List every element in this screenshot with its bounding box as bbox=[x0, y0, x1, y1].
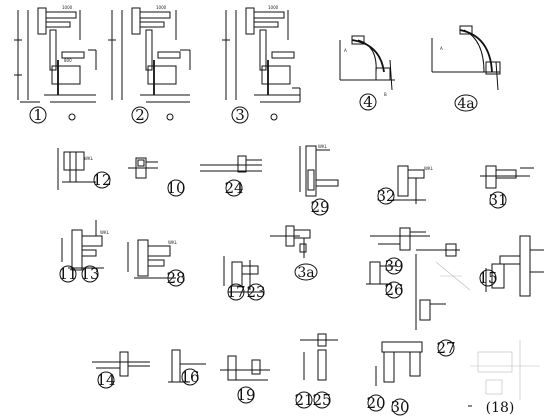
detail-3a-drawing bbox=[270, 225, 311, 258]
svg-text:21: 21 bbox=[294, 391, 313, 409]
svg-text:14: 14 bbox=[96, 371, 115, 389]
detail-13-label: 13 bbox=[80, 265, 99, 283]
svg-text:16: 16 bbox=[180, 368, 199, 386]
svg-text:29: 29 bbox=[310, 198, 329, 216]
svg-text:19: 19 bbox=[236, 386, 255, 404]
svg-text:WKL: WKL bbox=[100, 230, 110, 235]
detail-28-drawing: WKL bbox=[127, 239, 178, 279]
detail-26-label: 26 bbox=[384, 281, 403, 299]
detail-2-label: 2 bbox=[131, 106, 174, 124]
detail-28-label: 28 bbox=[166, 269, 185, 287]
detail-12-drawing: WKL bbox=[57, 148, 96, 190]
detail-24-label: 24 bbox=[224, 179, 243, 197]
svg-text:WKL: WKL bbox=[318, 144, 328, 149]
svg-text:13: 13 bbox=[80, 265, 99, 283]
detail-24-drawing bbox=[200, 155, 262, 173]
detail-2-drawing: 1000 bbox=[108, 5, 191, 103]
svg-text:4a: 4a bbox=[457, 96, 474, 112]
detail-4-drawing: A B bbox=[339, 35, 395, 97]
svg-text:24: 24 bbox=[224, 179, 243, 197]
detail-4-label: 4 bbox=[359, 93, 377, 111]
svg-text:1000: 1000 bbox=[156, 5, 167, 10]
svg-text:(18): (18) bbox=[486, 400, 515, 416]
detail-31-label: 31 bbox=[488, 191, 507, 209]
svg-text:1000: 1000 bbox=[62, 5, 73, 10]
svg-text:3a: 3a bbox=[297, 265, 314, 281]
svg-text:A: A bbox=[344, 48, 347, 53]
detail-14-drawing bbox=[92, 351, 150, 377]
svg-text:27: 27 bbox=[436, 339, 455, 357]
svg-text:800: 800 bbox=[64, 58, 72, 63]
detail-18-label: (18) bbox=[486, 400, 515, 416]
svg-text:31: 31 bbox=[488, 191, 507, 209]
detail-27-label: 27 bbox=[436, 339, 455, 357]
detail-32-label: 32 bbox=[376, 187, 395, 205]
svg-text:17: 17 bbox=[226, 283, 245, 301]
svg-text:4: 4 bbox=[363, 93, 373, 111]
svg-text:20: 20 bbox=[366, 394, 385, 412]
detail-21-label: 21 bbox=[294, 391, 313, 409]
svg-text:10: 10 bbox=[166, 179, 185, 197]
detail-29-drawing: WKL bbox=[299, 144, 339, 197]
svg-text:23: 23 bbox=[246, 283, 265, 301]
detail-25-label: 25 bbox=[312, 391, 331, 409]
detail-16-drawing bbox=[168, 349, 206, 383]
svg-text:1: 1 bbox=[33, 106, 43, 124]
detail-17-label: 17 bbox=[226, 283, 245, 301]
detail-19-drawing bbox=[220, 355, 270, 381]
detail-10-label: 10 bbox=[166, 179, 185, 197]
svg-text:11: 11 bbox=[58, 265, 77, 283]
svg-text:WKL: WKL bbox=[424, 166, 434, 171]
detail-20-30-drawing bbox=[375, 341, 423, 386]
detail-4a-label: 4a bbox=[454, 94, 478, 112]
detail-26-drawing bbox=[366, 261, 396, 285]
detail-30-label: 30 bbox=[390, 398, 409, 416]
detail-21-25-drawing bbox=[300, 333, 338, 381]
detail-10-drawing bbox=[128, 157, 158, 179]
detail-14-label: 14 bbox=[96, 371, 115, 389]
svg-text:A: A bbox=[440, 46, 443, 51]
detail-17-23-drawing bbox=[223, 256, 262, 293]
detail-3-label: 3 bbox=[231, 106, 278, 124]
detail-1-label: 1 bbox=[29, 106, 76, 124]
detail-1-drawing: 1000 800 bbox=[14, 5, 97, 103]
detail-31-drawing bbox=[480, 165, 534, 189]
detail-39-drawing bbox=[370, 227, 430, 251]
detail-11-label: 11 bbox=[58, 265, 77, 283]
detail-15-label: 15 bbox=[478, 269, 497, 287]
detail-12-label: 12 bbox=[92, 171, 111, 189]
svg-text:1000: 1000 bbox=[268, 5, 279, 10]
detail-19-label: 19 bbox=[236, 386, 255, 404]
detail-15-drawing bbox=[485, 235, 544, 297]
detail-16-label: 16 bbox=[180, 368, 199, 386]
detail-20-label: 20 bbox=[366, 394, 385, 412]
detail-32-drawing: WKL bbox=[394, 165, 434, 204]
svg-text:12: 12 bbox=[92, 171, 111, 189]
detail-18-drawing bbox=[468, 340, 540, 407]
svg-text:15: 15 bbox=[478, 269, 497, 287]
svg-text:30: 30 bbox=[390, 398, 409, 416]
svg-text:25: 25 bbox=[312, 391, 331, 409]
svg-text:26: 26 bbox=[384, 281, 403, 299]
svg-text:28: 28 bbox=[166, 269, 185, 287]
detail-11-13-drawing: WKL bbox=[61, 220, 110, 271]
svg-text:32: 32 bbox=[376, 187, 395, 205]
svg-text:B: B bbox=[384, 92, 387, 97]
detail-3-drawing: 1000 bbox=[222, 5, 301, 103]
svg-text:WKL: WKL bbox=[168, 240, 178, 245]
detail-29-label: 29 bbox=[310, 198, 329, 216]
detail-4a-drawing: A bbox=[431, 25, 501, 91]
detail-27-drawing bbox=[415, 243, 471, 330]
svg-text:3: 3 bbox=[235, 106, 245, 124]
svg-text:2: 2 bbox=[135, 106, 145, 124]
detail-3a-label: 3a bbox=[294, 263, 318, 281]
svg-text:WKL: WKL bbox=[84, 156, 94, 161]
detail-23-label: 23 bbox=[246, 283, 265, 301]
